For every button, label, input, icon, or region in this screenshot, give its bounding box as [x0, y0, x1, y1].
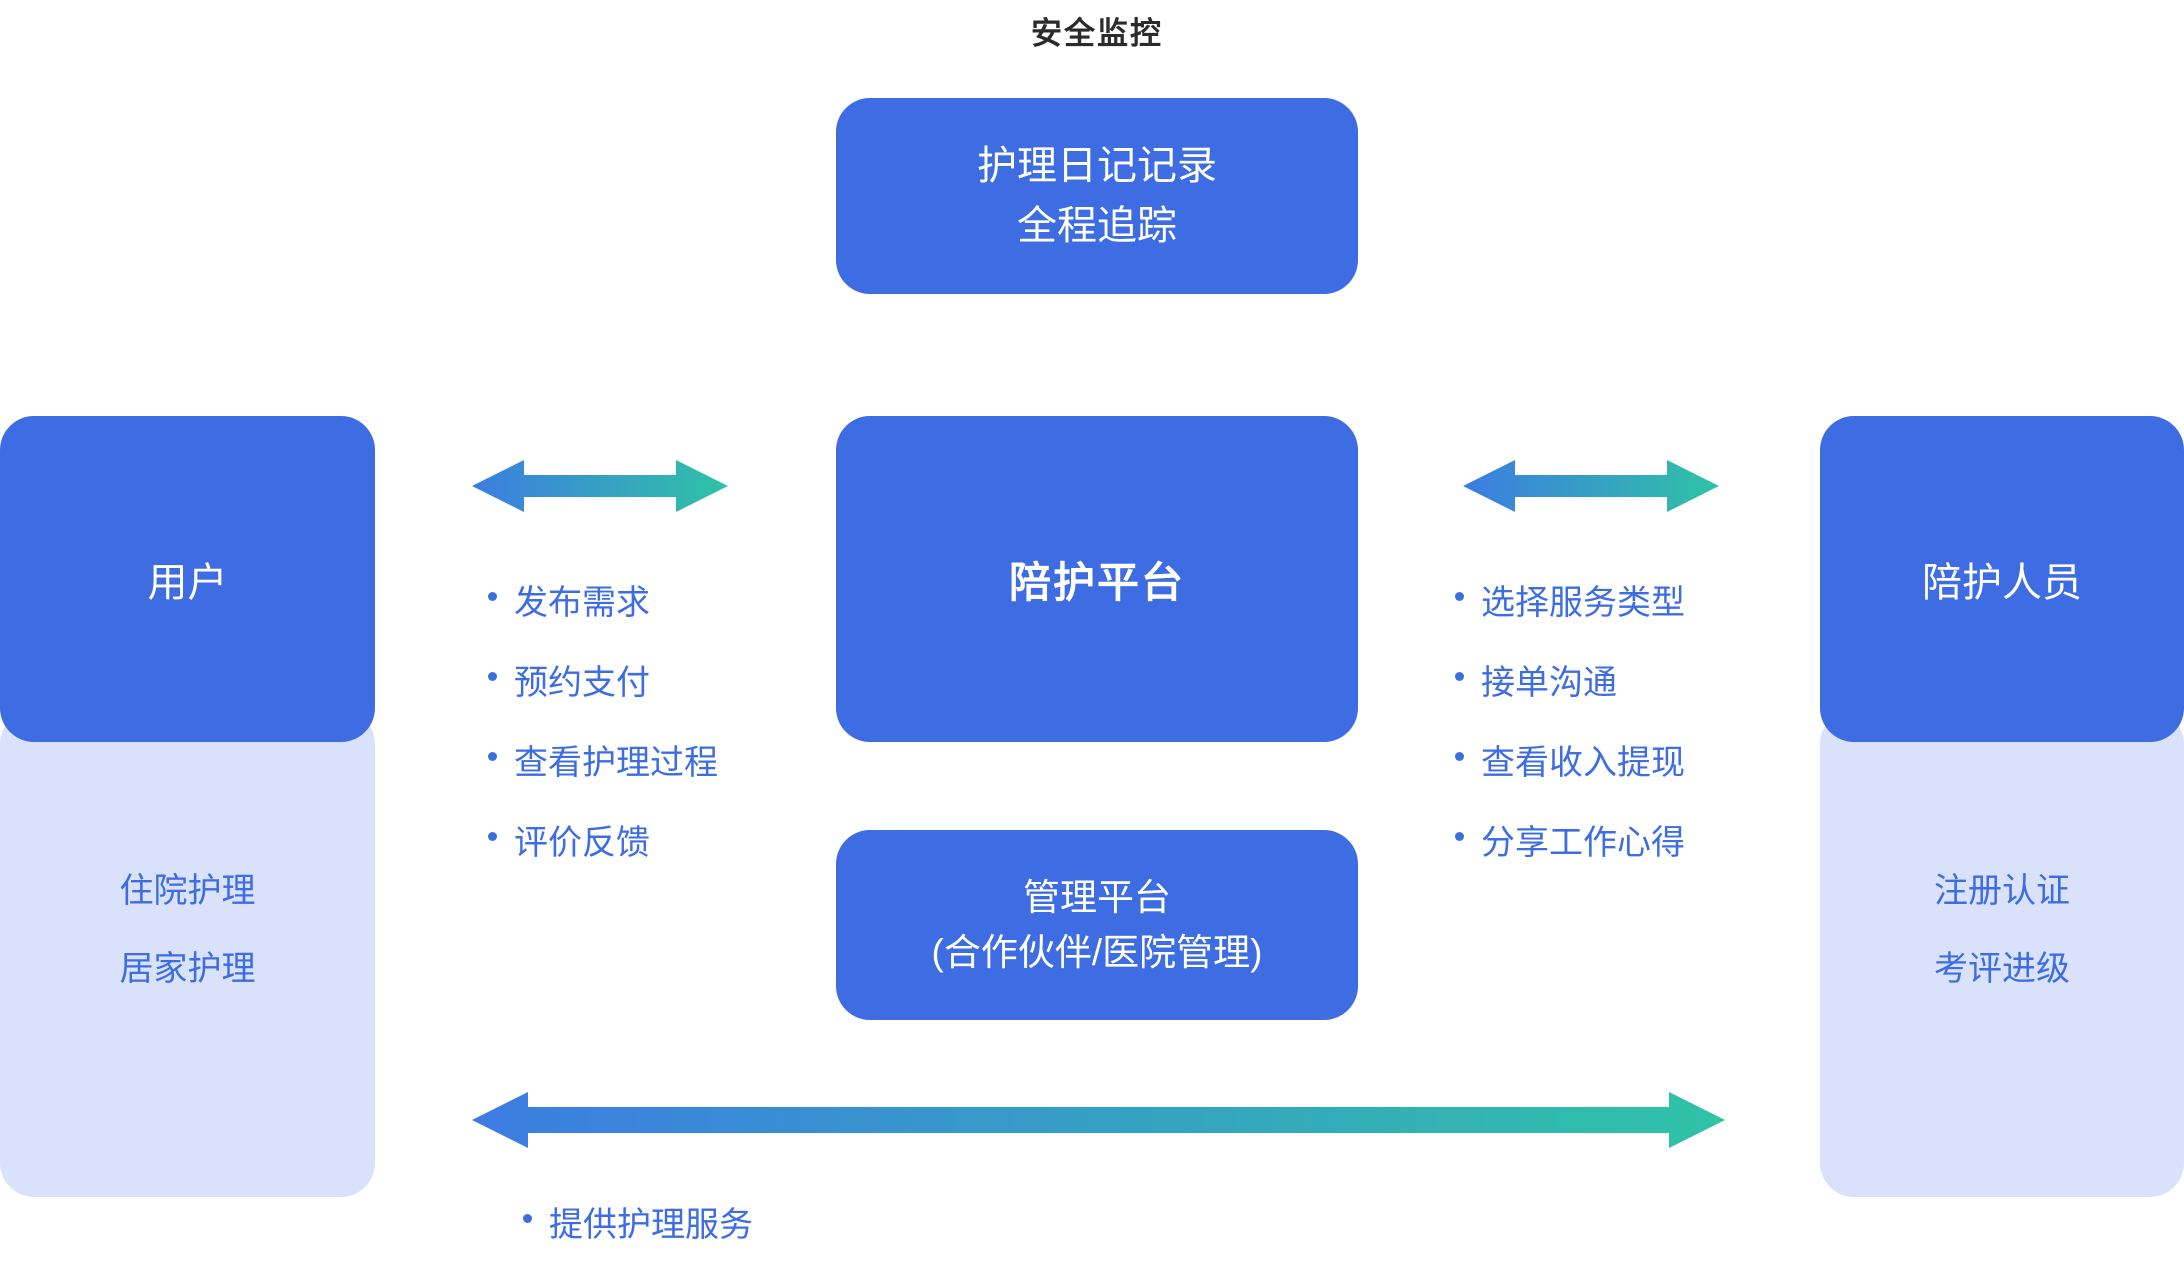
- caregiver-sub-item: 考评进级: [1934, 949, 2070, 988]
- list-item-label: 评价反馈: [514, 824, 650, 862]
- service-actions-list: 提供护理服务: [523, 1205, 753, 1265]
- caregiver-box-label: 陪护人员: [1922, 561, 2082, 605]
- bottom-double-arrow-icon: [472, 1088, 1725, 1152]
- management-line2: (合作伙伴/医院管理): [931, 932, 1263, 973]
- user-box-label: 用户: [147, 561, 228, 605]
- list-item: 分享工作心得: [1455, 823, 1685, 903]
- list-item-label: 发布需求: [514, 584, 650, 622]
- bullet-dot-icon: [488, 752, 497, 761]
- list-item: 预约支付: [488, 663, 718, 743]
- list-item-label: 预约支付: [514, 664, 650, 702]
- care-diary-box: 护理日记记录 全程追踪: [836, 98, 1358, 294]
- bullet-dot-icon: [1455, 592, 1464, 601]
- platform-box: 陪护平台: [836, 416, 1358, 742]
- user-sub-item: 住院护理: [119, 871, 256, 910]
- list-item: 选择服务类型: [1455, 583, 1685, 663]
- list-item: 查看收入提现: [1455, 743, 1685, 823]
- list-item-label: 分享工作心得: [1481, 824, 1685, 862]
- list-item-label: 选择服务类型: [1481, 584, 1685, 622]
- list-item-label: 查看护理过程: [514, 744, 718, 782]
- list-item-label: 提供护理服务: [549, 1206, 753, 1244]
- management-box: 管理平台 (合作伙伴/医院管理): [836, 830, 1358, 1020]
- caregiver-box: 陪护人员: [1820, 416, 2184, 742]
- bullet-dot-icon: [488, 832, 497, 841]
- care-diary-line2: 全程追踪: [1017, 204, 1177, 248]
- right-double-arrow-icon: [1463, 458, 1719, 514]
- caregiver-sub-box: 注册认证 考评进级: [1820, 710, 2184, 1197]
- bullet-dot-icon: [488, 672, 497, 681]
- bullet-dot-icon: [488, 592, 497, 601]
- list-item: 接单沟通: [1455, 663, 1685, 743]
- bullet-dot-icon: [1455, 832, 1464, 841]
- platform-box-label: 陪护平台: [1008, 558, 1185, 606]
- bullet-dot-icon: [1455, 672, 1464, 681]
- user-sub-box: 住院护理 居家护理: [0, 710, 375, 1197]
- bullet-dot-icon: [1455, 752, 1464, 761]
- list-item: 评价反馈: [488, 823, 718, 903]
- list-item-label: 接单沟通: [1481, 664, 1617, 702]
- care-diary-line1: 护理日记记录: [977, 144, 1217, 188]
- management-line1: 管理平台: [1023, 876, 1171, 918]
- list-item: 提供护理服务: [523, 1205, 753, 1265]
- user-box: 用户: [0, 416, 375, 742]
- bullet-dot-icon: [523, 1214, 532, 1223]
- caregiver-sub-item: 注册认证: [1934, 871, 2070, 910]
- diagram-title: 安全监控: [1031, 16, 1163, 51]
- caregiver-actions-list: 选择服务类型 接单沟通 查看收入提现 分享工作心得: [1455, 583, 1685, 903]
- list-item-label: 查看收入提现: [1481, 744, 1685, 782]
- left-double-arrow-icon: [472, 458, 728, 514]
- list-item: 查看护理过程: [488, 743, 718, 823]
- list-item: 发布需求: [488, 583, 718, 663]
- user-actions-list: 发布需求 预约支付 查看护理过程 评价反馈: [488, 583, 718, 903]
- user-sub-item: 居家护理: [119, 949, 256, 988]
